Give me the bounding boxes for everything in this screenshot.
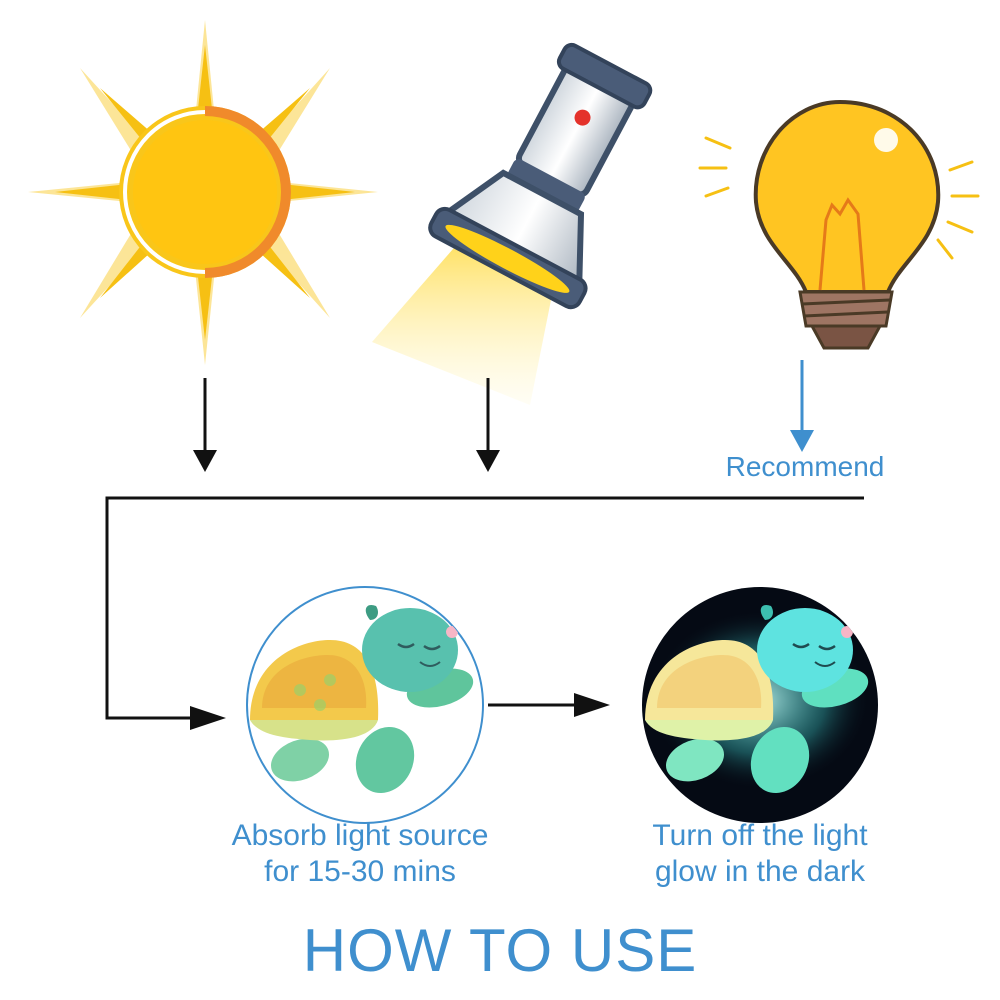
absorb-step-label: Absorb light source for 15-30 mins [190,818,530,890]
middle-arrow [488,693,610,717]
flashlight-icon [372,42,653,405]
sun-icon [28,20,378,365]
page-title: HOW TO USE [302,917,698,984]
glow-step-line1: Turn off the light [652,819,868,852]
light-bulb-icon [698,99,980,350]
absorb-step-line1: Absorb light source [231,819,489,852]
glow-step-label: Turn off the light glow in the dark [590,818,930,890]
turtle-daylight-icon [246,586,484,824]
bulb-down-arrow [790,360,814,452]
connector-line [105,496,864,720]
glow-step-line2: glow in the dark [654,855,866,888]
sun-down-arrow [193,378,217,472]
absorb-step-line2: for 15-30 mins [264,855,456,888]
recommend-label: Recommend [725,451,885,482]
flashlight-down-arrow [476,378,500,472]
connector-arrowhead [190,706,226,730]
turtle-glowing-icon [642,587,878,823]
